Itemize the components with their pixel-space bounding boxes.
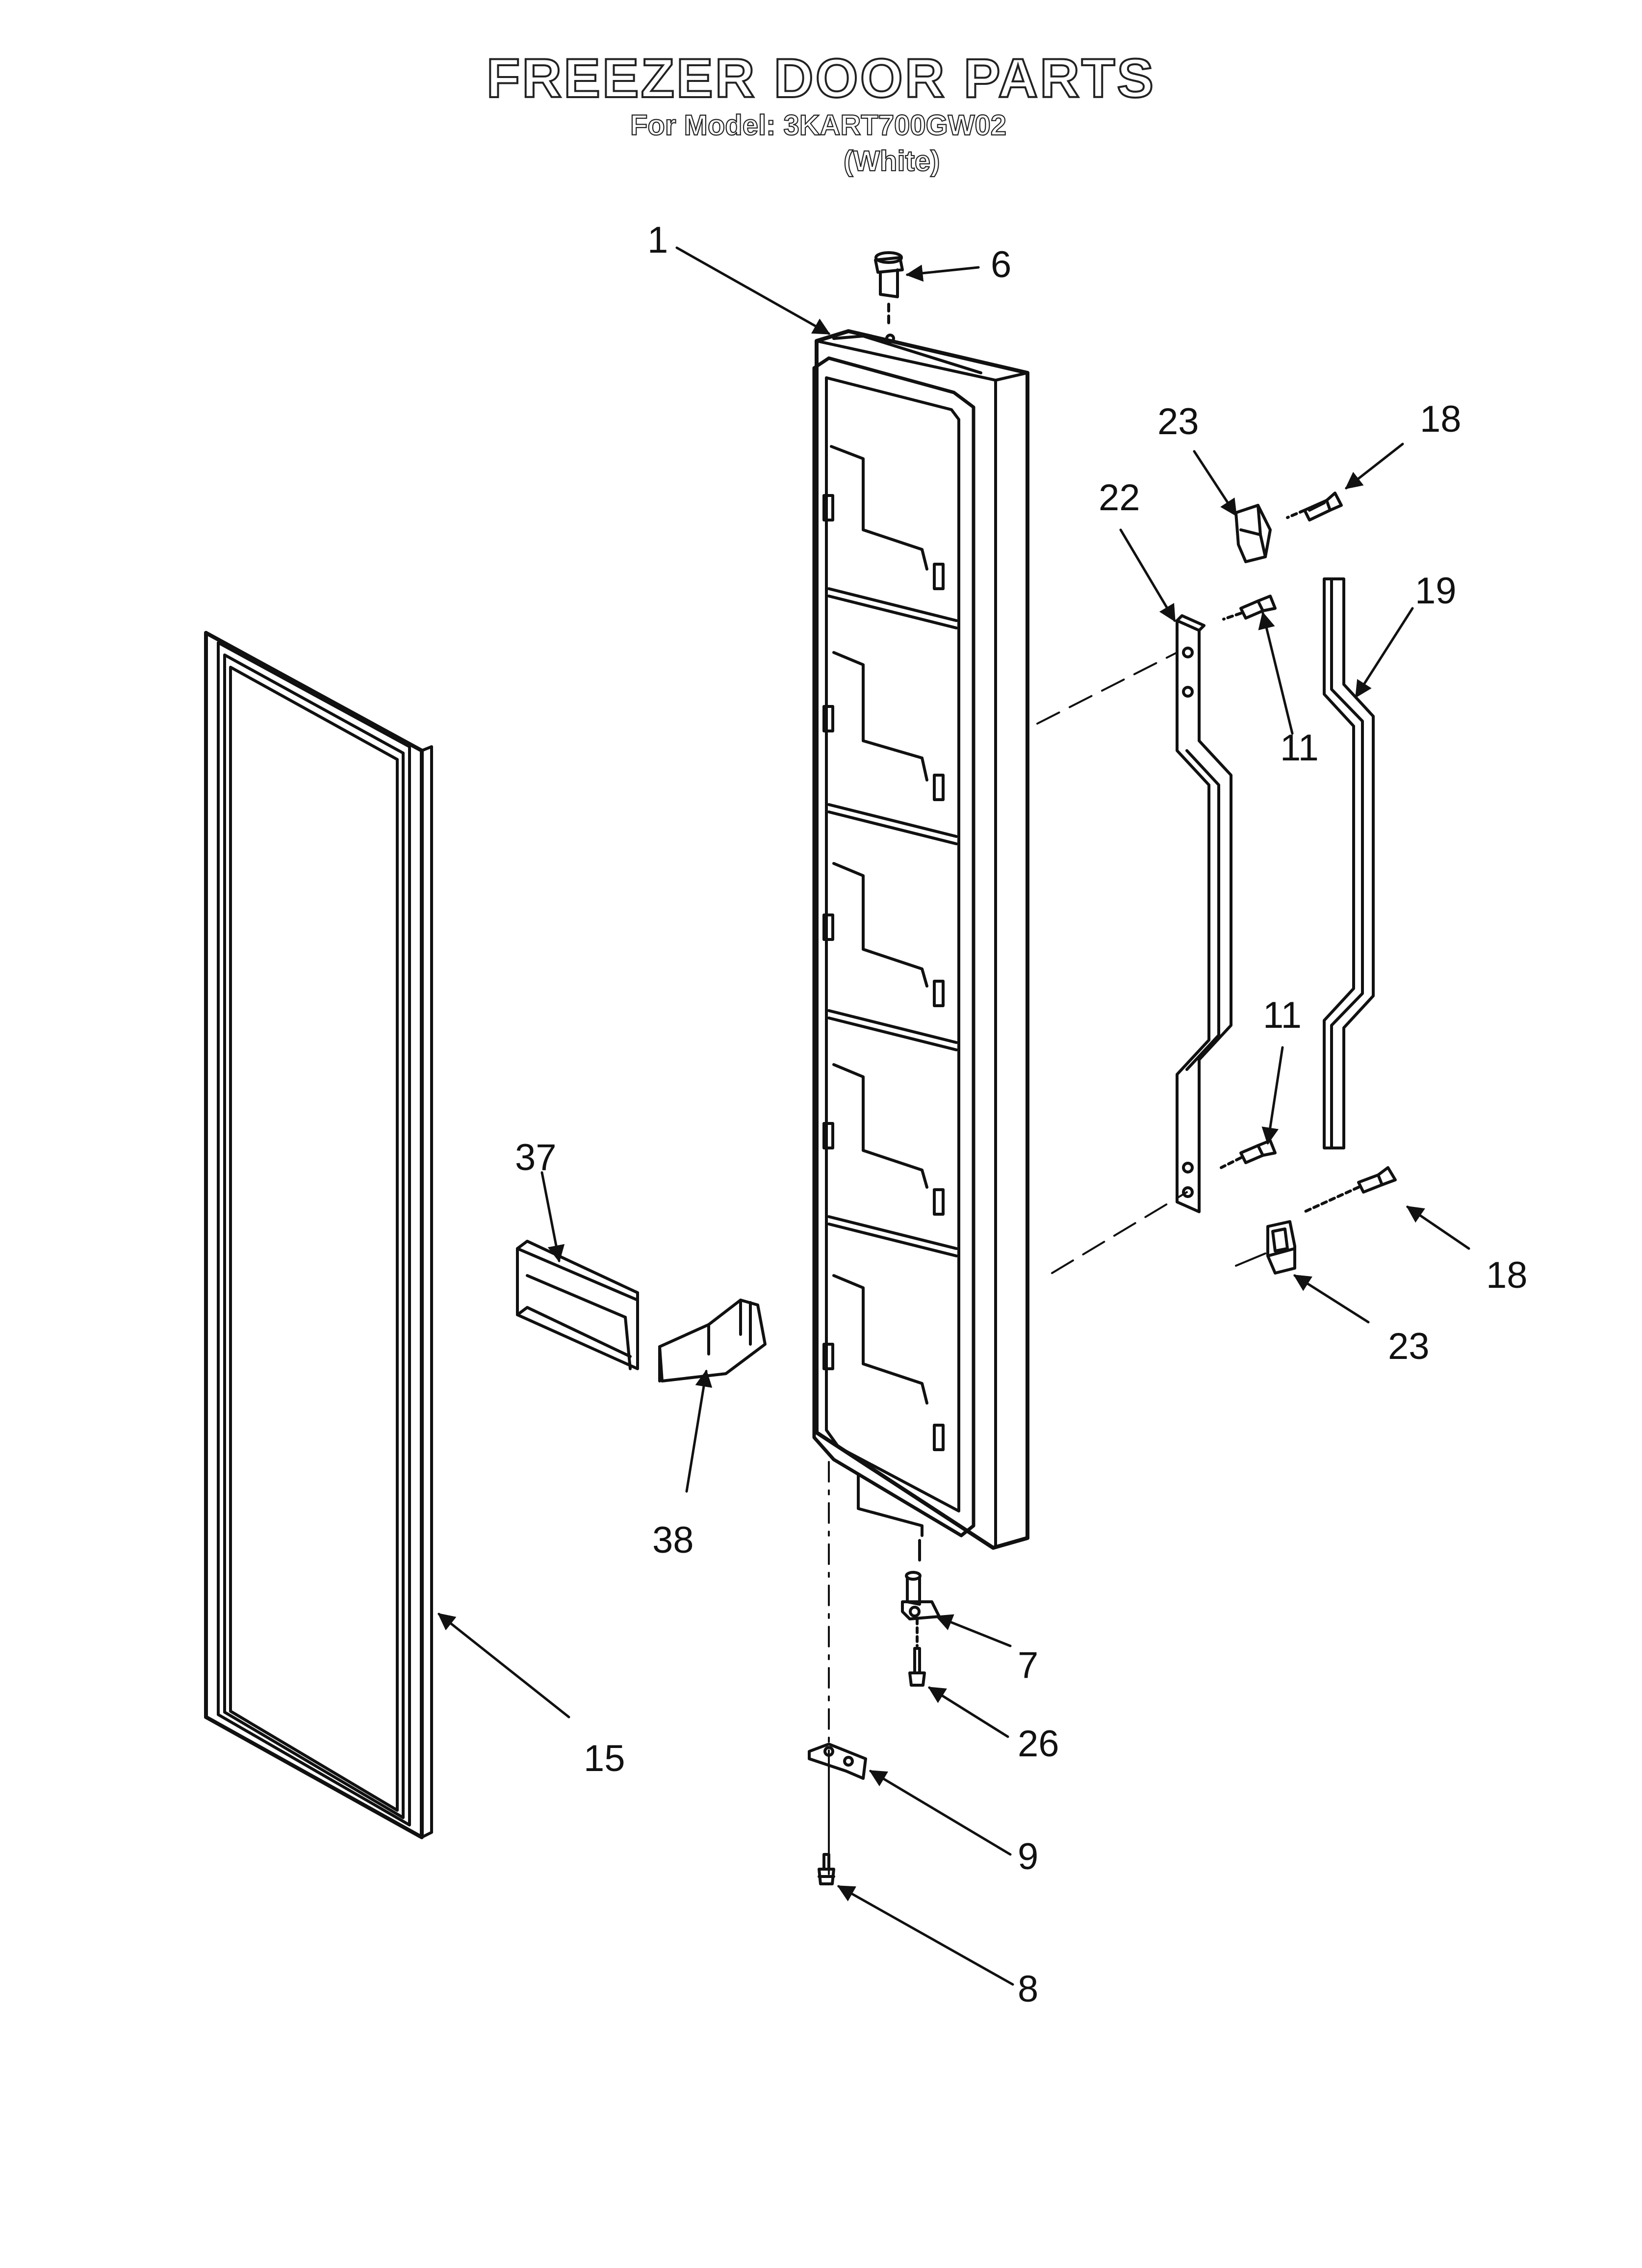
handle-cap-part-bottom <box>1266 1220 1296 1275</box>
model-number: For Model: 3KART700GW02 <box>630 109 1007 142</box>
door-handle-part <box>1176 614 1232 1213</box>
hinge-bracket-part <box>808 1743 867 1780</box>
callout-7: 7 <box>1018 1644 1038 1686</box>
callout-labels: 1 6 23 18 22 19 11 11 18 23 37 38 7 26 1… <box>515 219 1528 2010</box>
diagram-title: FREEZER DOOR PARTS <box>486 47 1156 110</box>
callout-18-bottom: 18 <box>1486 1254 1528 1296</box>
callout-37: 37 <box>515 1137 557 1178</box>
callout-11-top: 11 <box>1280 727 1319 769</box>
callout-11-bottom: 11 <box>1263 994 1302 1036</box>
handle-trim-part <box>1323 577 1375 1149</box>
hinge-screw-part <box>908 1647 926 1687</box>
callout-15: 15 <box>584 1738 625 1779</box>
bin-end-cap-part <box>658 1299 767 1382</box>
screw-part-18-top <box>1286 492 1343 521</box>
callout-6: 6 <box>991 244 1011 286</box>
callout-18-top: 18 <box>1420 398 1462 440</box>
callout-23-bottom: 23 <box>1388 1326 1430 1367</box>
callout-1: 1 <box>647 219 668 261</box>
assembly-lines <box>828 652 1266 1875</box>
screw-part-11-top <box>1222 595 1277 621</box>
callout-26: 26 <box>1018 1723 1059 1765</box>
screw-part-11-bottom <box>1220 1139 1277 1169</box>
handle-cap-part-top <box>1234 504 1272 563</box>
callout-23-top: 23 <box>1157 401 1199 443</box>
bottom-hinge-part <box>901 1539 941 1647</box>
leader-arrows <box>437 246 1470 1986</box>
color-variant: (White) <box>843 145 941 178</box>
screw-part-18-bottom <box>1303 1166 1397 1213</box>
door-gasket-part <box>204 631 433 1839</box>
callout-9: 9 <box>1018 1836 1038 1877</box>
bracket-screw-part <box>818 1853 835 1885</box>
callout-38: 38 <box>652 1519 694 1561</box>
callout-22: 22 <box>1099 477 1140 519</box>
freezer-door-part <box>812 329 1029 1550</box>
door-shelf-ribs <box>822 445 958 1451</box>
callout-8: 8 <box>1018 1968 1038 2010</box>
shelf-retainer-part <box>516 1240 639 1370</box>
callout-19: 19 <box>1415 570 1457 612</box>
hinge-bushing-part <box>874 251 904 343</box>
